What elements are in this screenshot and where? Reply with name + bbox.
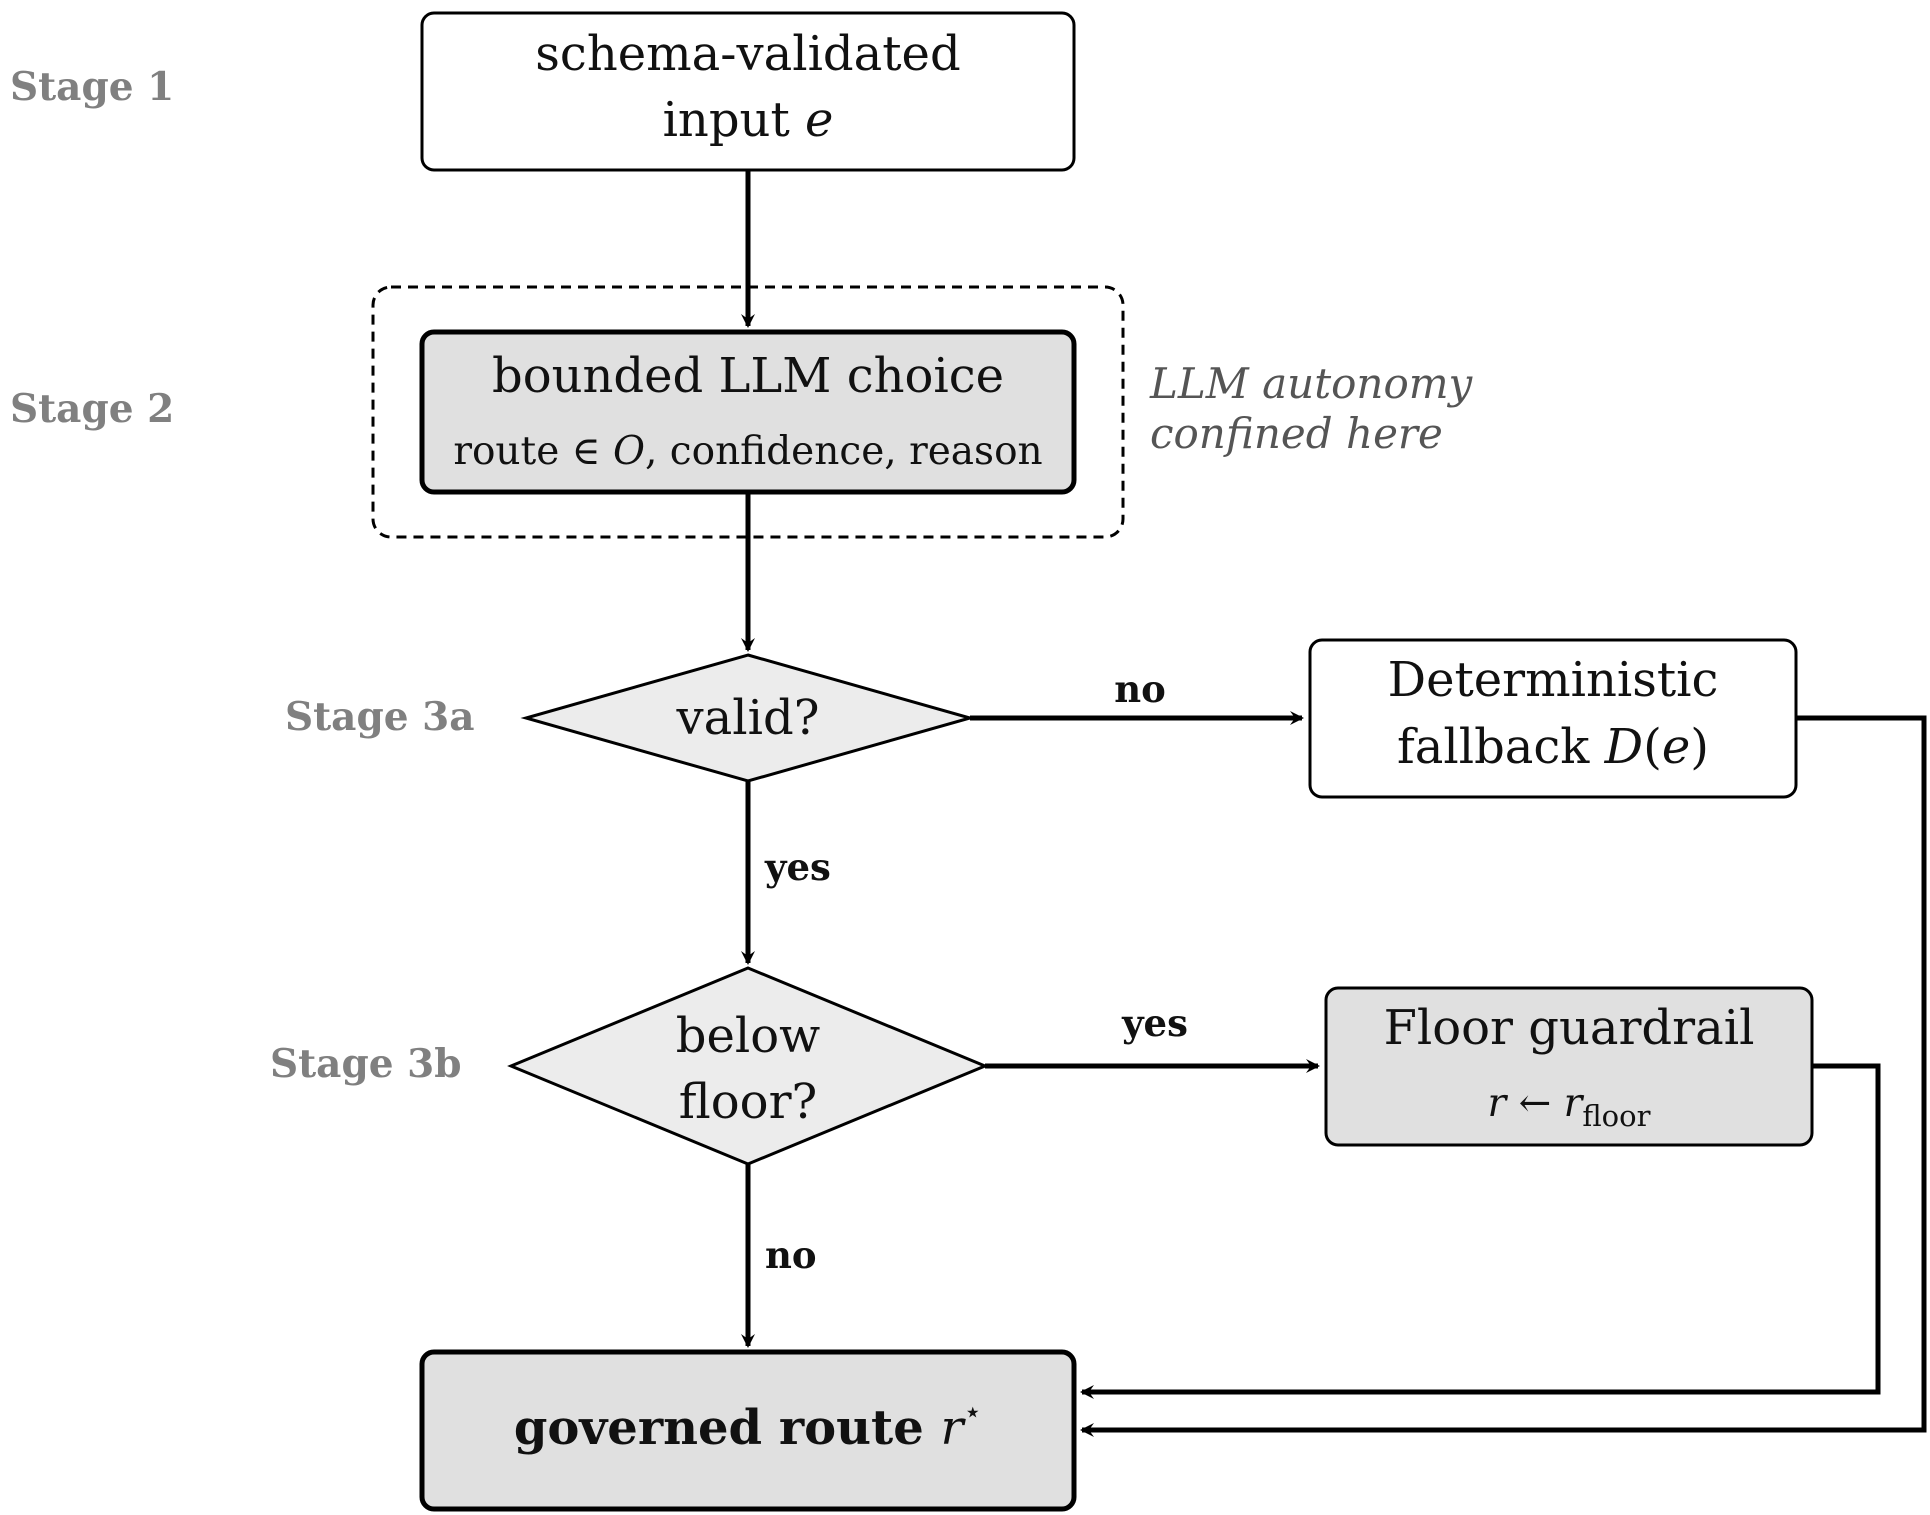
edge-label-below-yes: yes [1121, 1001, 1188, 1045]
below-floor-decision-node [507, 966, 989, 1166]
governed-route-label: governed route r⋆ [514, 1395, 982, 1456]
stage-3b-label: Stage 3b [270, 1041, 462, 1087]
valid-decision-label: valid? [676, 690, 820, 746]
floor-guardrail-title: Floor guardrail [1384, 1000, 1755, 1056]
autonomy-boundary [371, 285, 1125, 539]
edge-label-valid-yes: yes [764, 845, 831, 889]
input-node-line1: schema-validated [535, 26, 960, 82]
fallback-line1: Deterministic [1388, 652, 1719, 708]
stage-1-label: Stage 1 [10, 64, 174, 110]
arrow-fallback-to-governed [1080, 715, 1927, 1437]
autonomy-note-line2: confined here [1150, 409, 1443, 458]
below-floor-line1: below [676, 1008, 820, 1064]
edge-label-below-no: no [765, 1233, 817, 1277]
stage-2-label: Stage 2 [10, 386, 174, 432]
llm-choice-subtitle: route ∈ O, confidence, reason [453, 429, 1042, 474]
governed-route-node [419, 1349, 1077, 1512]
fallback-line2: fallback D(e) [1397, 719, 1709, 775]
floor-guardrail-rule: r ← rfloor [1488, 1081, 1651, 1133]
below-floor-line2: floor? [679, 1074, 818, 1130]
autonomy-note-line1: LLM autonomy [1149, 359, 1474, 408]
edge-label-valid-no: no [1114, 667, 1166, 711]
llm-choice-title: bounded LLM choice [492, 348, 1004, 404]
arrow-floor-to-governed [1080, 1063, 1881, 1399]
stage-3a-label: Stage 3a [285, 694, 475, 740]
input-node-line2: input e [663, 92, 834, 148]
